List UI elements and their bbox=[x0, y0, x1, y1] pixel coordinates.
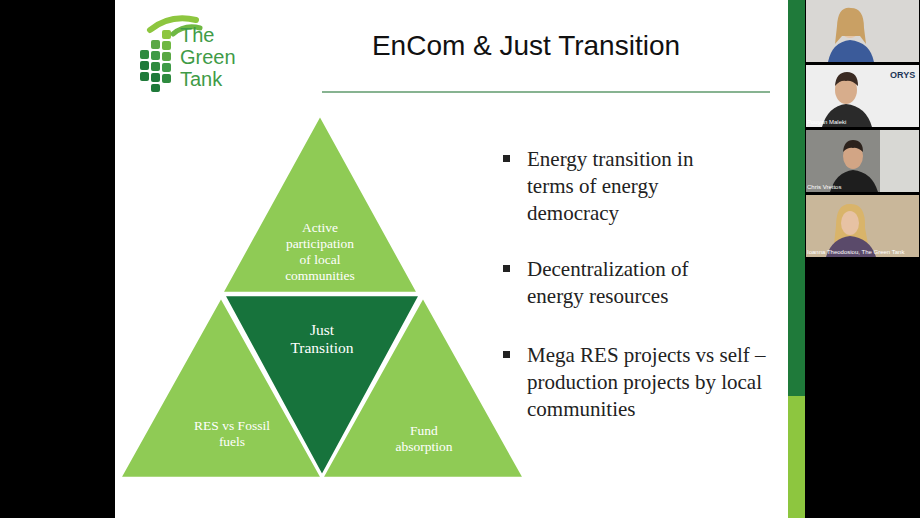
logo-tile bbox=[162, 52, 171, 61]
bullet-text: Mega RES projects vs self – production p… bbox=[527, 342, 779, 423]
person-hair bbox=[835, 8, 866, 44]
person-hair bbox=[835, 72, 858, 86]
segment-label: Fund absorption bbox=[384, 423, 464, 455]
triangle-fill bbox=[222, 115, 418, 293]
accent-bar-light bbox=[788, 396, 805, 518]
logo-tile bbox=[140, 61, 149, 70]
bullet-square bbox=[503, 351, 510, 358]
triangle-segment: Fund absorption bbox=[322, 297, 524, 478]
participant-name: Chris Vrettos bbox=[807, 184, 917, 191]
video-background bbox=[806, 130, 919, 192]
video-tile bbox=[806, 0, 919, 62]
video-background bbox=[806, 195, 919, 257]
logo-tile bbox=[151, 84, 160, 92]
video-wall bbox=[880, 130, 919, 192]
logo-tile bbox=[162, 30, 171, 39]
slide-title: EnCom & Just Transition bbox=[326, 30, 726, 62]
bullet-text: Decentralization of energy resources bbox=[527, 256, 742, 310]
participant-name: Ioanna Theodosiou, The Green Tank bbox=[807, 249, 917, 256]
participant-name: Pouyan Maleki bbox=[807, 119, 917, 126]
segment-label: RES vs Fossil fuels bbox=[188, 418, 276, 450]
video-tile bbox=[806, 130, 919, 192]
logo-tile bbox=[162, 41, 171, 50]
triangle-segment: RES vs Fossil fuels bbox=[120, 297, 322, 478]
person-body bbox=[828, 40, 874, 62]
logo-tile bbox=[162, 63, 171, 72]
triangle-fill bbox=[120, 297, 322, 478]
bullet-square bbox=[503, 265, 510, 272]
logo-tile bbox=[162, 74, 171, 83]
background-sign: ORYS bbox=[890, 70, 919, 81]
video-tile bbox=[806, 65, 919, 127]
logo-tile bbox=[151, 73, 160, 82]
video-background bbox=[806, 65, 919, 127]
title-rule bbox=[322, 91, 770, 93]
logo-tile bbox=[140, 72, 149, 81]
logo-tile bbox=[151, 40, 160, 49]
logo-wordmark: The Green Tank bbox=[180, 24, 240, 90]
segment-label: Active participation of local communitie… bbox=[280, 220, 360, 284]
video-tile bbox=[806, 195, 919, 257]
person-face bbox=[841, 211, 859, 235]
logo-tile bbox=[151, 62, 160, 71]
triangle-fill bbox=[322, 297, 524, 478]
video-background bbox=[806, 0, 919, 62]
slide-canvas bbox=[115, 0, 788, 518]
logo-tile bbox=[151, 51, 160, 60]
triangle-segment: Active participation of local communitie… bbox=[222, 115, 418, 293]
accent-bar-dark bbox=[788, 0, 805, 396]
bullet-square bbox=[503, 155, 510, 162]
segment-label: Just Transition bbox=[277, 321, 367, 357]
logo-tile bbox=[140, 50, 149, 59]
bullet-text: Energy transition in terms of energy dem… bbox=[527, 146, 742, 227]
person-hair bbox=[843, 140, 863, 152]
triangle-shape bbox=[120, 297, 322, 478]
